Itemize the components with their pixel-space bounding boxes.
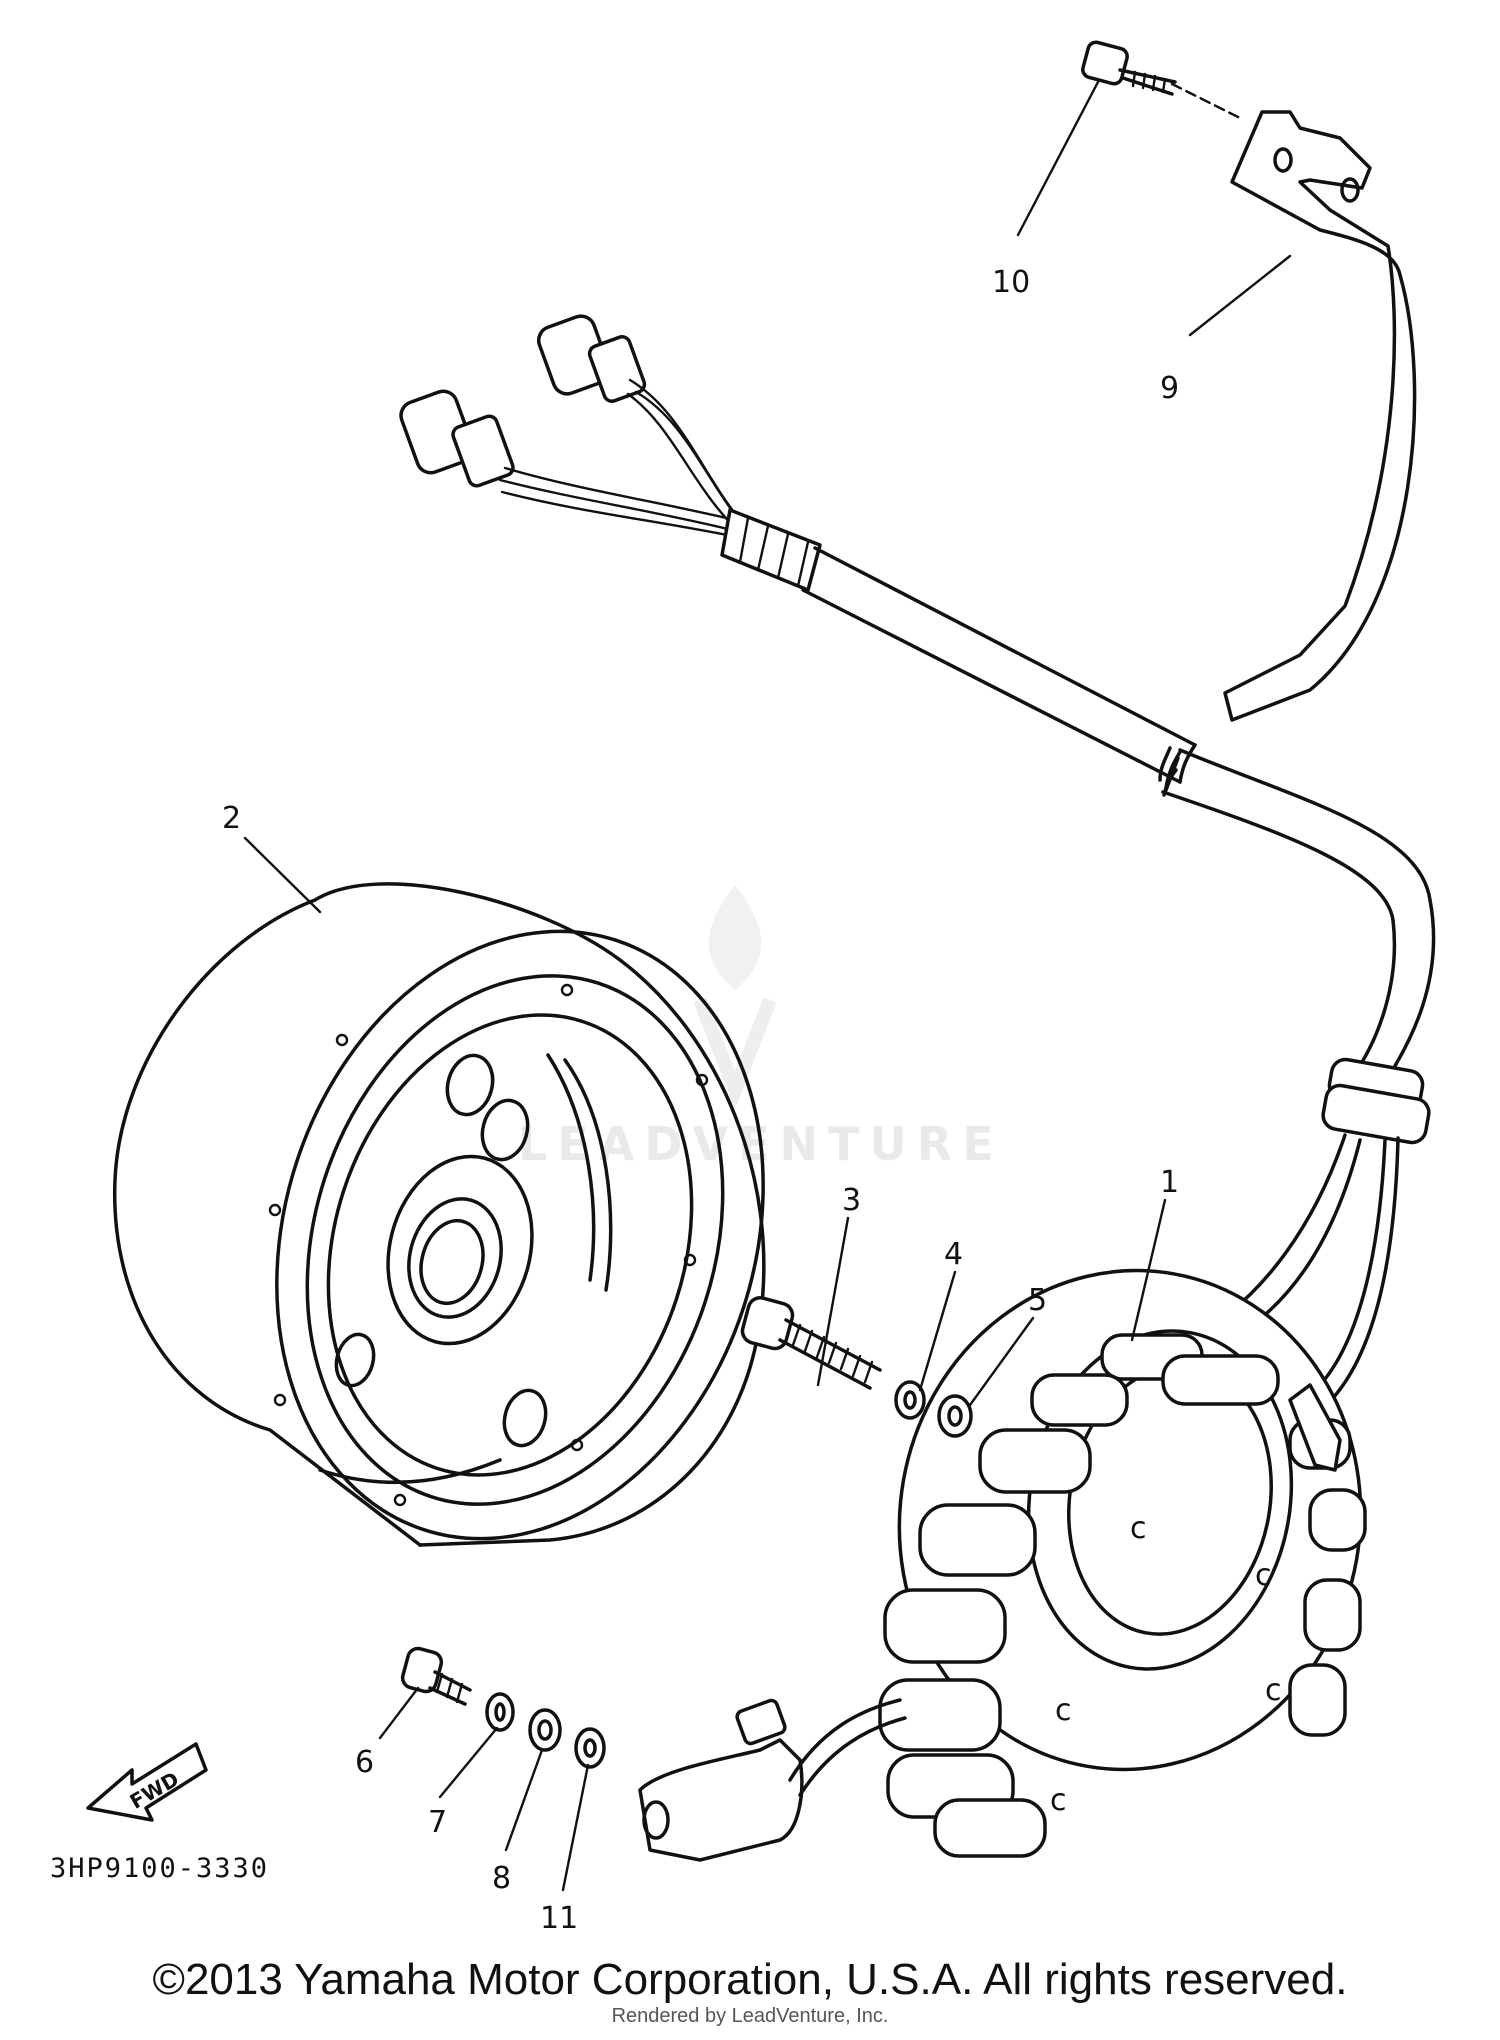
screw-part-10 <box>1081 40 1242 120</box>
screw-part-6 <box>400 1646 472 1706</box>
callout-10: 10 <box>992 265 1030 300</box>
callout-labels: 10 9 2 3 1 4 5 6 7 8 11 <box>222 265 1179 1936</box>
callout-11: 11 <box>540 1901 578 1936</box>
callout-7: 7 <box>428 1805 447 1840</box>
callout-2: 2 <box>222 801 241 836</box>
rendered-by-notice: Rendered by LeadVenture, Inc. <box>611 2005 889 2027</box>
spring-washer-part-4 <box>894 1380 926 1420</box>
leader-lines <box>243 80 1292 1892</box>
svg-text:c: c <box>1265 1673 1282 1708</box>
washer-part-8 <box>528 1708 562 1752</box>
callout-4: 4 <box>944 1237 963 1272</box>
svg-text:c: c <box>1130 1511 1147 1546</box>
clamp-part-9 <box>1223 110 1417 722</box>
callout-6: 6 <box>355 1745 374 1780</box>
callout-3: 3 <box>842 1183 861 1218</box>
stator-part-1: c c c c c <box>638 1268 1367 1862</box>
callout-5: 5 <box>1028 1283 1047 1318</box>
svg-text:c: c <box>1050 1783 1067 1818</box>
callout-8: 8 <box>492 1861 511 1896</box>
svg-text:c: c <box>1055 1693 1072 1728</box>
wire-harness <box>399 314 1436 1400</box>
copyright-notice: ©2013 Yamaha Motor Corporation, U.S.A. A… <box>152 1955 1348 2004</box>
bolt-part-3 <box>740 1296 882 1390</box>
part-code: 3HP9100-3330 <box>50 1853 269 1884</box>
fwd-arrow: FWD <box>86 1742 208 1822</box>
plain-washer-part-5 <box>937 1394 973 1438</box>
washer-part-11 <box>574 1727 606 1769</box>
callout-9: 9 <box>1160 371 1179 406</box>
spring-washer-part-7 <box>485 1692 515 1732</box>
flywheel-rotor-part-2 <box>112 882 766 1547</box>
svg-text:c: c <box>1255 1558 1272 1593</box>
callout-1: 1 <box>1160 1165 1179 1200</box>
leadventure-watermark: LEADVENTURE <box>518 885 994 1171</box>
